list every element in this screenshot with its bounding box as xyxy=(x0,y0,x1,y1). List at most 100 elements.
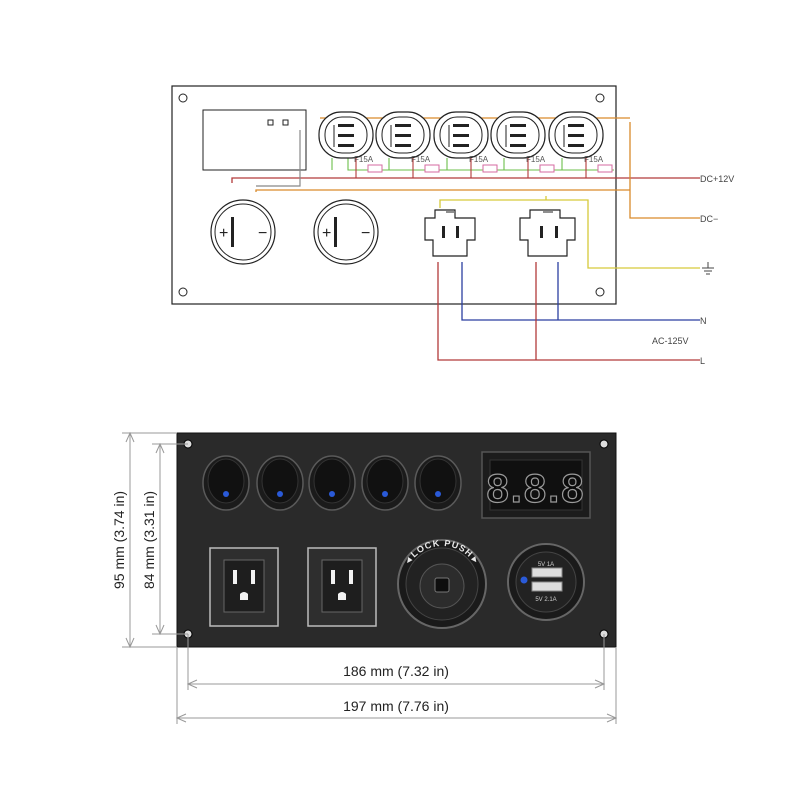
rail-label-dc-plus: DC+12V xyxy=(700,174,734,184)
panel-ac-outlets xyxy=(209,547,377,627)
rail-label-ac: AC-125V xyxy=(652,336,689,346)
fuse-label: F15A xyxy=(584,155,604,164)
socket-outline-icon xyxy=(210,199,276,265)
dim-arrow-icon xyxy=(186,679,198,689)
switch-inner-icon xyxy=(381,116,425,154)
fuse-icon xyxy=(367,164,383,173)
ac-outlet-face xyxy=(223,559,265,613)
dc-plus-wire xyxy=(231,177,700,183)
ac-blade-icon xyxy=(442,226,445,238)
schematic-switch-1: F15A xyxy=(318,111,383,178)
ac-ground-hole-icon xyxy=(240,592,248,600)
socket-minus-label: − xyxy=(361,225,370,242)
voltmeter-outline xyxy=(202,109,307,171)
usb-port-icon[interactable] xyxy=(531,567,563,578)
switch-contact-icon xyxy=(395,134,411,137)
switch-contact-icon xyxy=(568,144,584,147)
panel-switch-3[interactable] xyxy=(308,455,356,511)
line-wire xyxy=(437,262,700,361)
dim-outer-height-label: 95 mm (3.74 in) xyxy=(111,491,127,589)
panel-switch-4[interactable] xyxy=(361,455,409,511)
switch-led-icon xyxy=(435,491,441,497)
switch-contact-icon xyxy=(510,144,526,147)
socket-pin-icon xyxy=(334,217,337,247)
usb-label-bottom: 5V 2.1A xyxy=(535,597,556,603)
panel-usb-charger[interactable]: 5V 1A 5V 2.1A xyxy=(507,543,585,621)
ground-symbol-icon xyxy=(702,262,714,275)
ac-outlet-outline-icon xyxy=(424,209,476,257)
ac-blade-icon xyxy=(331,570,335,584)
switch-contact-icon xyxy=(338,134,354,137)
usb-port-icon[interactable] xyxy=(531,581,563,592)
usb-label-top: 5V 1A xyxy=(538,562,554,568)
rocker-face xyxy=(207,458,245,504)
panel-voltmeter: 8.8.8 xyxy=(481,451,591,519)
fuse-label: F15A xyxy=(526,155,546,164)
switch-contact-icon xyxy=(510,124,526,127)
schematic-ac-outlet-2 xyxy=(519,209,576,257)
schematic-socket-2: + − xyxy=(313,199,379,265)
fuse-icon xyxy=(597,164,613,173)
panel-lighter-socket[interactable]: ◄LOCK PUSH► xyxy=(397,538,487,629)
rail-label-neutral: N xyxy=(700,316,707,326)
ac-blade-icon xyxy=(540,226,543,238)
switch-inner-icon xyxy=(554,116,598,154)
rocker-face xyxy=(261,458,299,504)
socket-inner-icon xyxy=(214,203,272,261)
schematic-switch-4: F15A xyxy=(490,111,555,178)
dim-arrow-icon xyxy=(125,637,135,649)
panel-switch-1[interactable] xyxy=(202,455,250,511)
dim-arrow-icon xyxy=(155,442,165,454)
dim-arrow-icon xyxy=(125,431,135,443)
switch-lamp-wire xyxy=(347,158,614,171)
schematic-sockets: + − + − xyxy=(210,199,379,265)
ac-blade-icon xyxy=(456,226,459,238)
ac-blade-icon xyxy=(555,226,558,238)
socket-pin-icon xyxy=(231,217,234,247)
socket-outline-icon xyxy=(313,199,379,265)
mount-hole-icon xyxy=(178,287,188,297)
lighter-contact-icon xyxy=(434,577,450,593)
neutral-wire xyxy=(461,262,700,321)
dim-inner-width-label: 186 mm (7.32 in) xyxy=(343,663,449,679)
rocker-face xyxy=(313,458,351,504)
switch-contact-icon xyxy=(453,144,469,147)
schematic-ac-outlets xyxy=(424,209,576,257)
mount-hole-icon xyxy=(595,93,605,103)
dim-arrow-icon xyxy=(594,679,606,689)
fuse-icon xyxy=(539,164,555,173)
fuse-label: F15A xyxy=(354,155,374,164)
voltmeter-terminal-icon xyxy=(282,119,289,126)
switch-led-icon xyxy=(223,491,229,497)
voltmeter-wire xyxy=(256,130,301,187)
switch-contact-icon xyxy=(395,124,411,127)
switch-inner-icon xyxy=(439,116,483,154)
panel-switch-2[interactable] xyxy=(256,455,304,511)
dim-arrow-icon xyxy=(175,713,187,723)
mount-hole-icon xyxy=(595,287,605,297)
socket-minus-label: − xyxy=(258,225,267,242)
ac-blade-icon xyxy=(349,570,353,584)
socket-plus-label: + xyxy=(322,225,331,242)
schematic-switch-3: F15A xyxy=(433,111,498,178)
dim-arrow-icon xyxy=(155,624,165,636)
switch-contact-icon xyxy=(395,144,411,147)
panel-switch-5[interactable] xyxy=(414,455,462,511)
mount-hole-icon xyxy=(178,93,188,103)
wires-group xyxy=(231,117,700,361)
switch-contact-icon xyxy=(568,124,584,127)
rail-label-dc-minus: DC− xyxy=(700,214,718,224)
voltmeter-terminal-icon xyxy=(267,119,274,126)
schematic-ac-outlet-1 xyxy=(424,209,476,257)
panel-ac-outlet-2[interactable] xyxy=(307,547,377,627)
socket-plus-label: + xyxy=(219,225,228,242)
voltmeter-screen xyxy=(489,459,583,511)
rail-label-line: L xyxy=(700,356,705,366)
panel-ac-outlet-1[interactable] xyxy=(209,547,279,627)
schematic-switch-2: F15A xyxy=(375,111,440,178)
fuse-icon xyxy=(482,164,498,173)
switch-inner-icon xyxy=(496,116,540,154)
switch-contact-icon xyxy=(510,134,526,137)
fuse-label: F15A xyxy=(411,155,431,164)
